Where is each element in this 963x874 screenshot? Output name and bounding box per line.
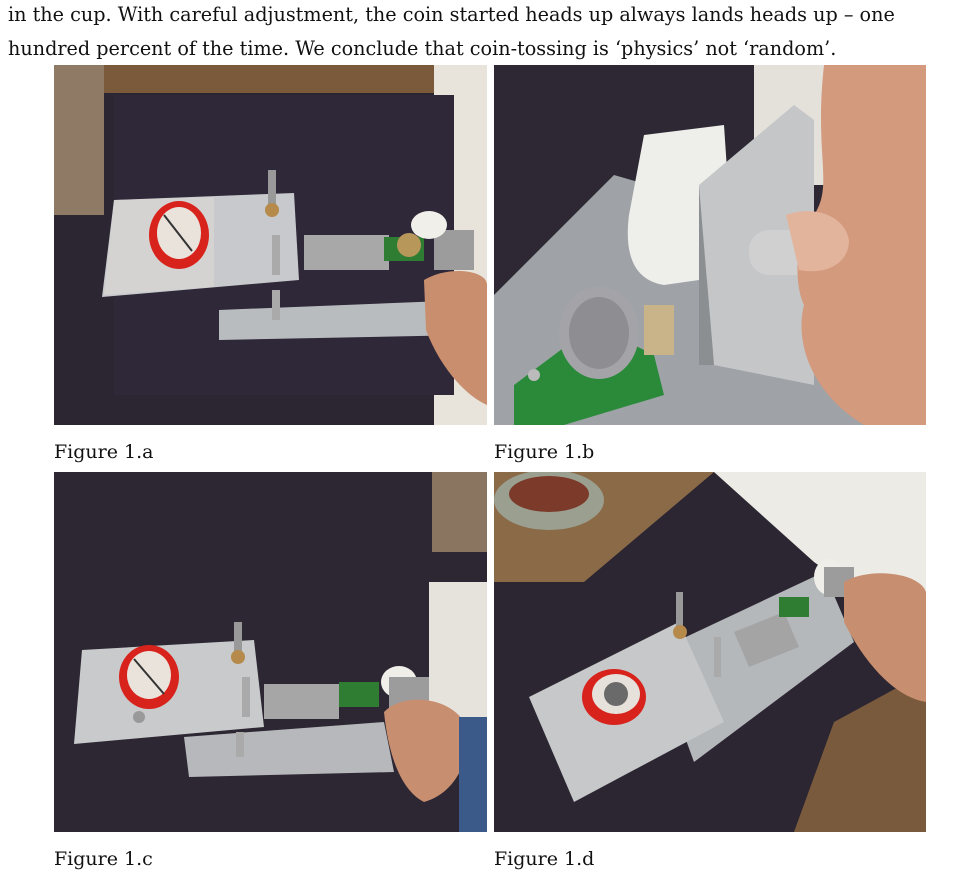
figure-1c-photo [54,472,487,832]
figure-1b-image [494,65,926,425]
paragraph-line-1: in the cup. With careful adjustment, the… [8,3,895,26]
figure-1a-photo [54,65,487,425]
figure-1a-caption: Figure 1.a [54,441,154,463]
body-paragraph: in the cup. With careful adjustment, the… [8,0,956,66]
figure-1d-photo [494,472,926,832]
figure-1c-caption: Figure 1.c [54,848,153,870]
figure-1a-image [54,65,487,425]
figure-1c-image [54,472,487,832]
paragraph-line-2: hundred percent of the time. We conclude… [8,37,837,60]
figure-1b-photo [494,65,926,425]
figure-1b-caption: Figure 1.b [494,441,595,463]
figure-1d-image [494,472,926,832]
figure-1d-caption: Figure 1.d [494,848,595,870]
